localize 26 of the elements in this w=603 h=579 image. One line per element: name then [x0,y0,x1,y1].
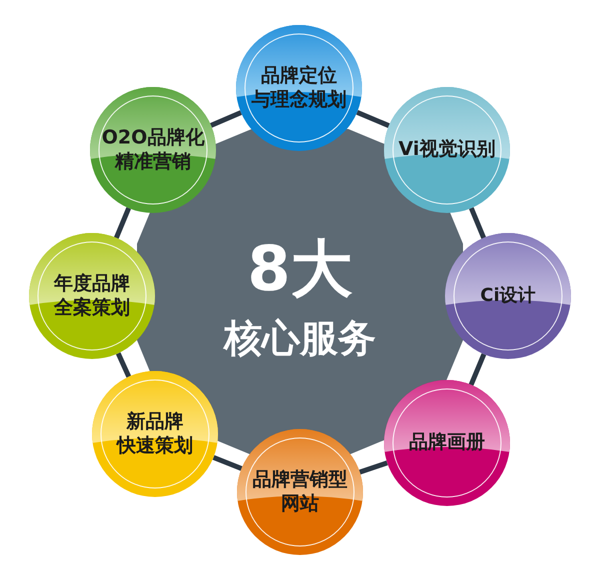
service-circle [384,87,510,213]
service-circle [29,233,155,359]
connector-line [116,352,132,378]
service-circle [237,429,363,555]
service-circle [90,87,216,213]
connector-line [210,110,242,128]
connector-line [114,207,131,239]
subtitle-text: 核心服务 [224,316,376,360]
headline-text: 8大 [247,235,353,303]
connector-line [359,460,388,474]
service-label: 新品牌快速策划 [117,410,193,458]
connector-line [212,455,242,471]
service-circle [92,371,218,497]
service-circle [384,380,510,506]
service-circle [445,233,571,359]
service-label: 品牌画册 [409,431,485,455]
connector-line [356,110,390,128]
service-label: Ci设计 [480,284,536,308]
service-label: 品牌营销型网站 [252,468,348,516]
service-circle [236,25,362,151]
service-label: 品牌定位与理念规划 [252,64,346,112]
service-label: Vi视觉识别 [398,138,496,162]
service-label: O2O品牌化精准营销 [102,126,204,174]
service-label: 年度品牌全案策划 [54,272,130,320]
connector-line [468,353,486,386]
connector-line [469,207,486,239]
